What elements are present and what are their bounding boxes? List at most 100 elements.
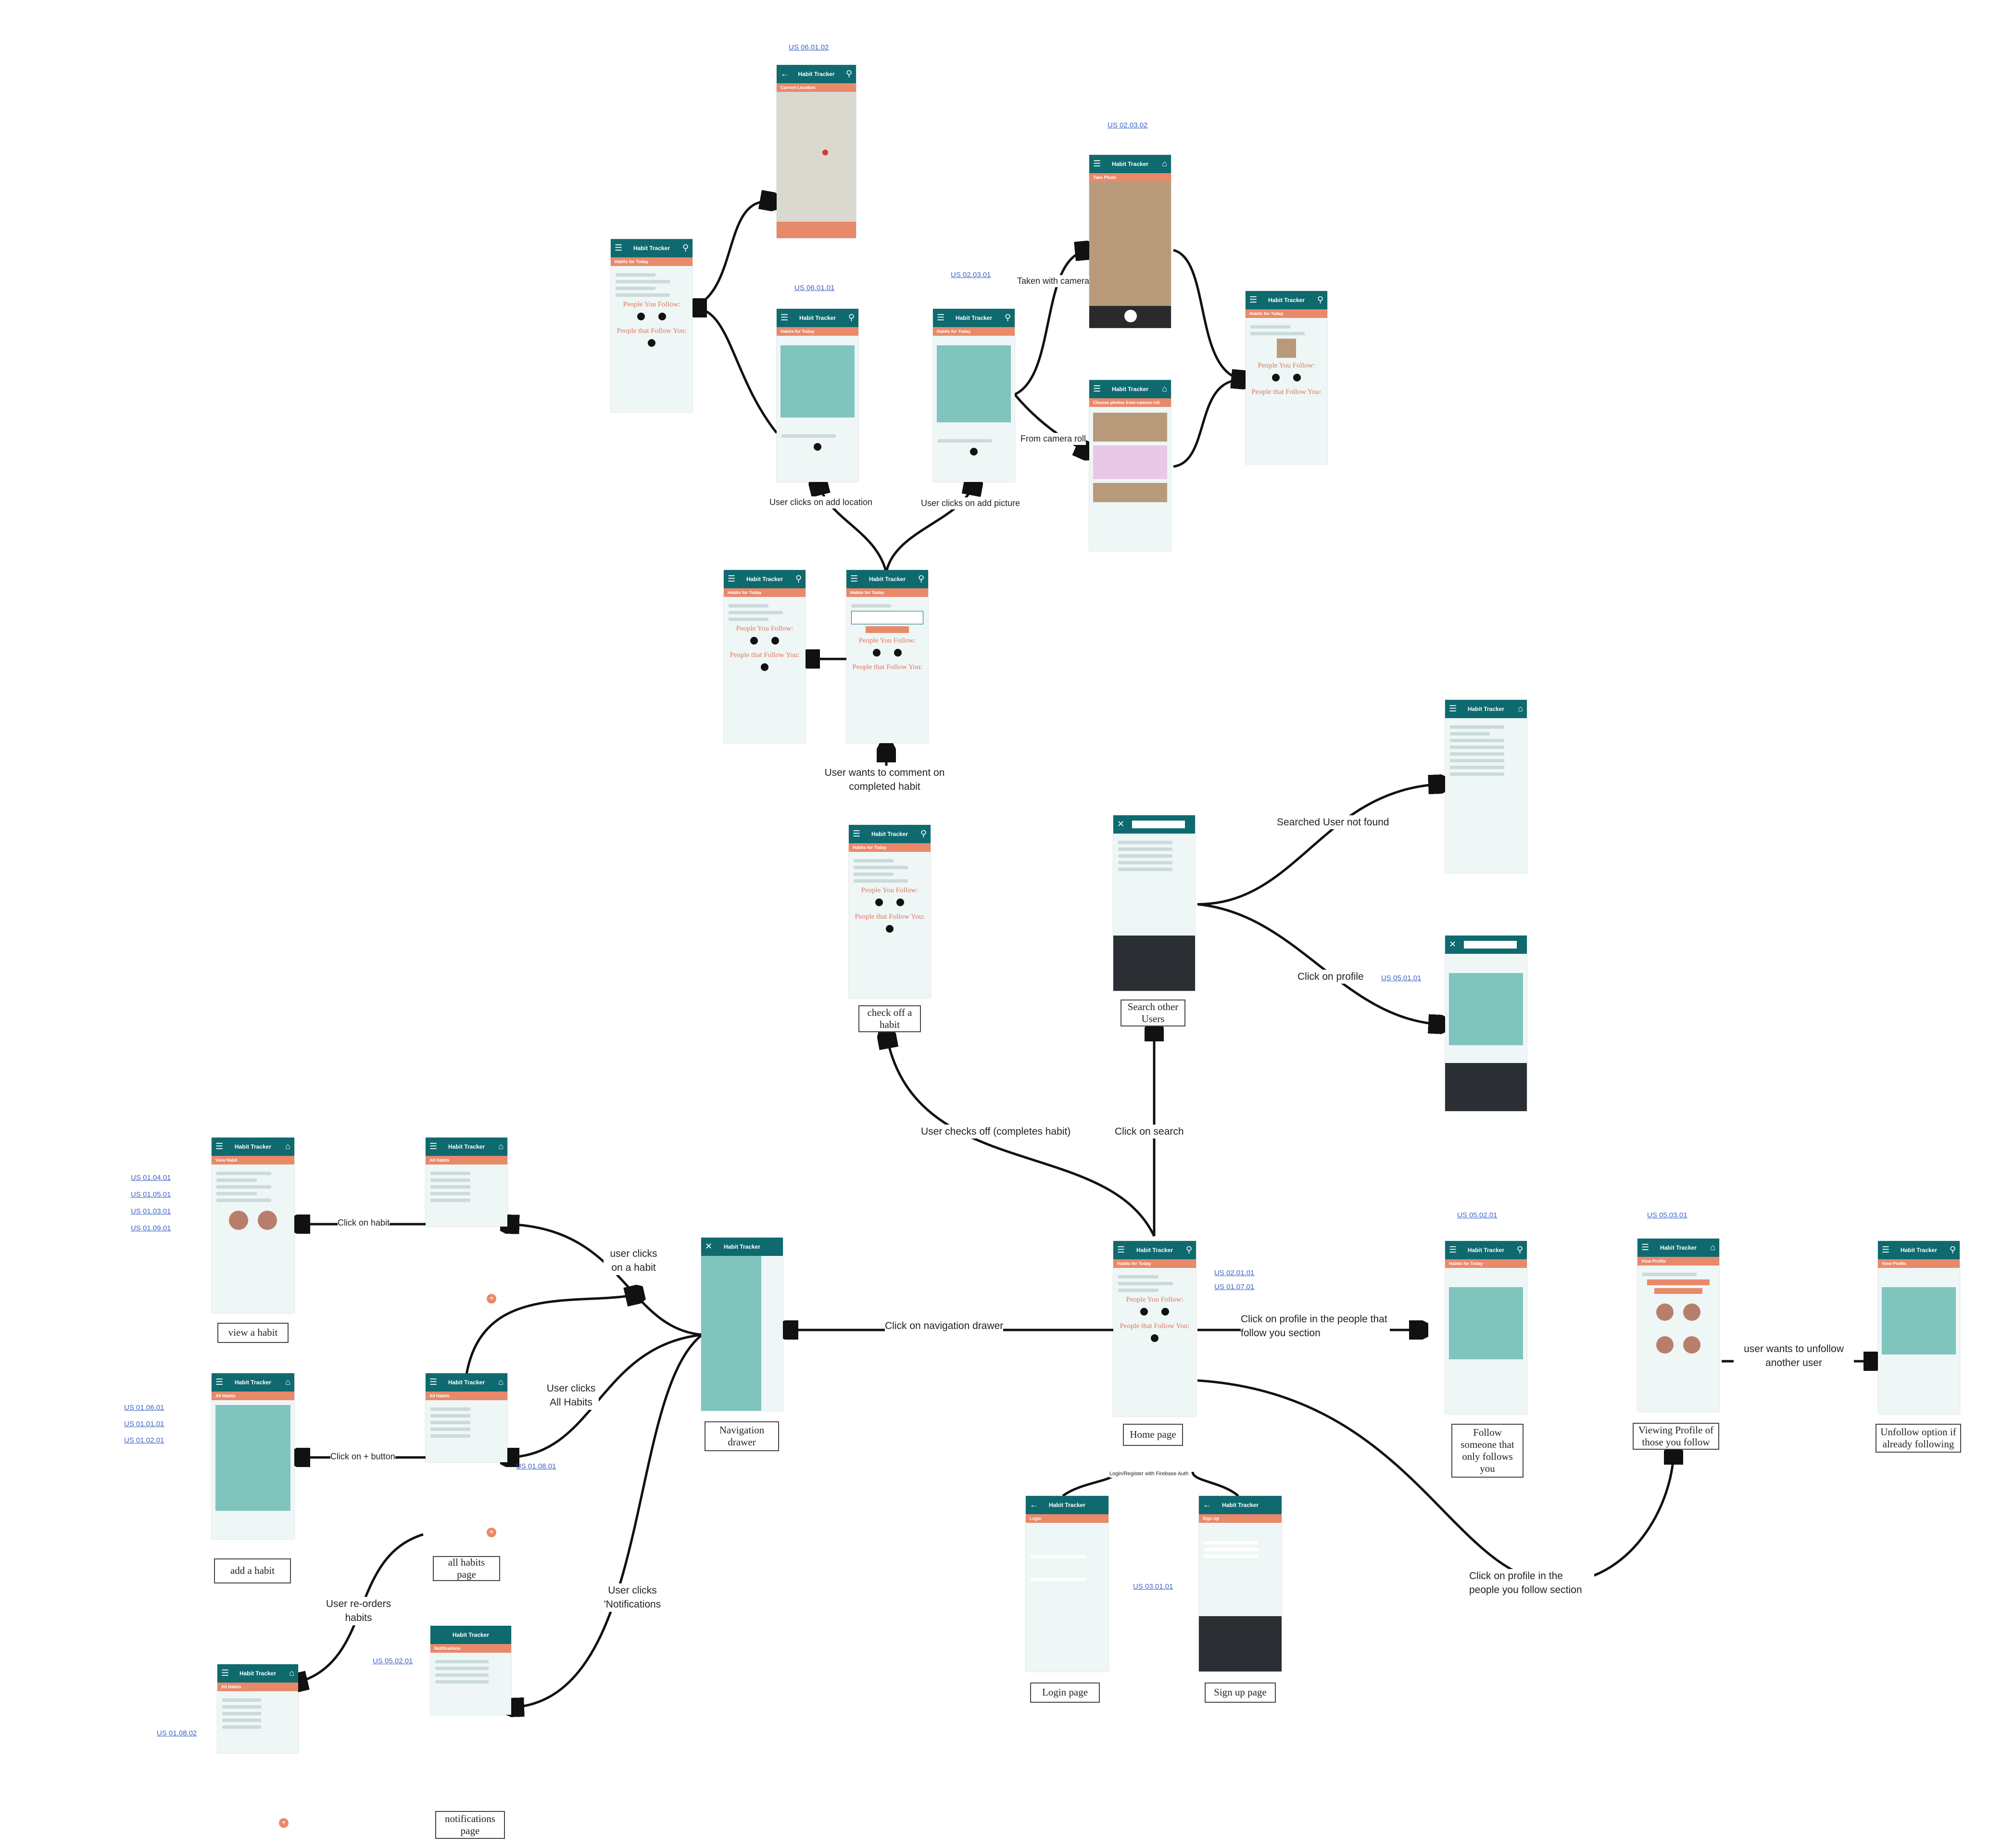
us-link[interactable]: US 05.03.01 xyxy=(1647,1211,1687,1219)
menu-icon[interactable]: ☰ xyxy=(615,243,623,253)
us-link[interactable]: US 03.01.01 xyxy=(1133,1582,1173,1591)
login-form[interactable] xyxy=(1026,1523,1108,1588)
us-link[interactable]: US 05.02.01 xyxy=(1457,1211,1498,1219)
menu-icon[interactable]: ☰ xyxy=(1249,295,1258,304)
back-arrow-icon[interactable]: ← xyxy=(1030,1500,1038,1509)
user-avatar-icon[interactable] xyxy=(1151,1334,1158,1342)
menu-icon[interactable]: ☰ xyxy=(221,1668,229,1678)
menu-icon[interactable]: ☰ xyxy=(215,1377,224,1387)
user-avatar-icon[interactable] xyxy=(896,899,904,906)
menu-icon[interactable]: ☰ xyxy=(781,313,789,322)
menu-icon[interactable]: ☰ xyxy=(728,574,736,583)
map-image[interactable] xyxy=(777,92,856,222)
us-link[interactable]: US 01.06.01 xyxy=(124,1404,164,1412)
us-link[interactable]: US 02.03.01 xyxy=(951,271,991,279)
menu-icon[interactable]: ☰ xyxy=(1093,159,1101,168)
user-avatar-icon[interactable] xyxy=(761,663,768,671)
user-avatar-icon[interactable] xyxy=(771,637,779,645)
home-icon[interactable]: ⌂ xyxy=(498,1141,504,1151)
user-avatar-icon[interactable] xyxy=(658,313,666,320)
us-link[interactable]: US 06.01.02 xyxy=(789,43,829,51)
menu-icon[interactable]: ☰ xyxy=(1449,1245,1457,1254)
back-arrow-icon[interactable]: ← xyxy=(1203,1500,1211,1509)
us-link[interactable]: US 06.01.01 xyxy=(794,284,835,292)
add-habit-plus-icon[interactable]: + xyxy=(487,1294,496,1304)
us-link[interactable]: US 01.03.01 xyxy=(131,1207,171,1215)
us-link[interactable]: US 01.01.01 xyxy=(124,1420,164,1428)
home-icon[interactable]: ⌂ xyxy=(498,1377,504,1387)
menu-icon[interactable]: ☰ xyxy=(1882,1245,1890,1254)
close-icon[interactable]: ✕ xyxy=(705,1241,713,1251)
search-icon[interactable]: ⚲ xyxy=(845,69,852,78)
search-icon[interactable]: ⚲ xyxy=(1185,1245,1192,1254)
us-link[interactable]: US 01.08.01 xyxy=(516,1462,556,1470)
close-icon[interactable]: ✕ xyxy=(1117,819,1125,829)
us-link[interactable]: US 05.01.01 xyxy=(1381,974,1422,982)
us-link[interactable]: US 01.02.01 xyxy=(124,1436,164,1444)
menu-icon[interactable]: ☰ xyxy=(1117,1245,1125,1254)
user-avatar-icon[interactable] xyxy=(886,925,894,933)
user-avatar-icon[interactable] xyxy=(750,637,758,645)
user-avatar-icon[interactable] xyxy=(637,313,645,320)
us-link[interactable]: US 01.09.01 xyxy=(131,1224,171,1232)
search-icon[interactable]: ⚲ xyxy=(848,313,855,322)
search-icon[interactable]: ⚲ xyxy=(918,574,924,583)
home-icon[interactable]: ⌂ xyxy=(1162,384,1167,393)
search-input[interactable] xyxy=(1464,941,1517,949)
keyboard[interactable] xyxy=(1113,936,1195,991)
user-avatar-icon[interactable] xyxy=(814,443,821,451)
send-comment-button[interactable] xyxy=(1654,1288,1702,1294)
home-icon[interactable]: ⌂ xyxy=(1162,159,1167,168)
shutter-button[interactable] xyxy=(1124,310,1137,322)
us-link[interactable]: US 02.03.02 xyxy=(1108,121,1148,129)
search-input[interactable] xyxy=(1132,821,1185,828)
comment-input[interactable] xyxy=(851,611,923,624)
keyboard[interactable] xyxy=(1445,1063,1527,1111)
user-avatar-icon[interactable] xyxy=(1272,374,1280,381)
user-avatar-icon[interactable] xyxy=(873,649,881,657)
menu-icon[interactable]: ☰ xyxy=(429,1141,438,1151)
menu-icon[interactable]: ☰ xyxy=(215,1141,224,1151)
search-icon[interactable]: ⚲ xyxy=(795,574,802,583)
search-icon[interactable]: ⚲ xyxy=(1004,313,1011,322)
home-icon[interactable]: ⌂ xyxy=(285,1377,290,1387)
user-avatar-icon[interactable] xyxy=(894,649,902,657)
user-avatar-icon[interactable] xyxy=(970,448,978,456)
menu-icon[interactable]: ☰ xyxy=(429,1377,438,1387)
signup-form[interactable] xyxy=(1199,1523,1282,1565)
search-icon[interactable]: ⚲ xyxy=(920,829,927,838)
menu-icon[interactable]: ☰ xyxy=(850,574,858,583)
search-icon[interactable]: ⚲ xyxy=(1317,295,1323,304)
user-avatar-icon[interactable] xyxy=(1161,1308,1169,1316)
us-link[interactable]: US 01.04.01 xyxy=(131,1174,171,1182)
search-icon[interactable]: ⚲ xyxy=(682,243,689,253)
search-icon[interactable]: ⚲ xyxy=(1949,1245,1956,1254)
home-icon[interactable]: ⌂ xyxy=(1710,1242,1715,1252)
user-avatar-icon[interactable] xyxy=(875,899,883,906)
add-habit-plus-icon[interactable]: + xyxy=(279,1818,289,1828)
user-avatar-icon[interactable] xyxy=(1293,374,1301,381)
keyboard[interactable] xyxy=(1199,1616,1282,1671)
menu-icon[interactable]: ☰ xyxy=(937,313,945,322)
us-link[interactable]: US 05.02.01 xyxy=(373,1657,413,1665)
us-link[interactable]: US 01.05.01 xyxy=(131,1190,171,1199)
user-avatar-icon[interactable] xyxy=(648,339,655,347)
menu-icon[interactable]: ☰ xyxy=(1093,384,1101,393)
save-comment-button[interactable] xyxy=(866,626,909,633)
us-link[interactable]: US 01.08.02 xyxy=(157,1729,197,1737)
back-arrow-icon[interactable]: ← xyxy=(781,69,789,78)
habit-list[interactable] xyxy=(217,1691,298,1736)
drawer-panel[interactable] xyxy=(701,1256,761,1411)
add-habit-plus-icon[interactable]: + xyxy=(487,1528,496,1537)
home-icon[interactable]: ⌂ xyxy=(289,1668,294,1678)
menu-icon[interactable]: ☰ xyxy=(1641,1242,1649,1252)
habit-list[interactable] xyxy=(426,1400,507,1445)
habit-list[interactable] xyxy=(426,1164,507,1209)
home-icon[interactable]: ⌂ xyxy=(1518,704,1523,713)
photo-grid[interactable] xyxy=(1089,407,1171,508)
menu-icon[interactable]: ☰ xyxy=(1449,704,1457,713)
user-avatar-icon[interactable] xyxy=(1140,1308,1148,1316)
search-icon[interactable]: ⚲ xyxy=(1516,1245,1523,1254)
home-icon[interactable]: ⌂ xyxy=(285,1141,290,1151)
close-icon[interactable]: ✕ xyxy=(1449,939,1457,949)
